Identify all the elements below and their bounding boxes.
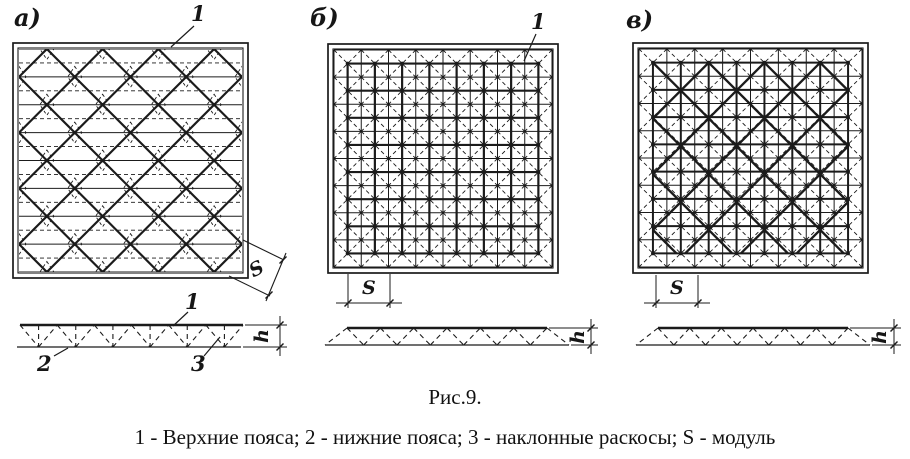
figure-number: Рис.9. [428,385,482,409]
plan-a [12,25,287,302]
height-label-a: h [250,329,273,343]
plan-a-lattice [19,49,242,272]
callout-section-diagonals: 3 [191,351,206,376]
plan-b [327,33,559,308]
section-b [324,319,598,354]
height-label-b: h [566,330,589,344]
callout-section-bottom-chord: 2 [37,351,52,376]
callout-top-chord-plan-b: 1 [531,9,546,34]
section-v [635,319,901,354]
callout-top-chord-plan-a: 1 [191,1,206,26]
panel-label-a: а) [14,3,41,32]
module-label-b: S [362,277,376,299]
height-label-v: h [868,330,891,344]
module-label-v: S [670,277,684,299]
panel-label-v: в) [626,5,654,34]
panel-label-b: б) [310,3,339,32]
figure-caption: 1 - Верхние пояса; 2 - нижние пояса; 3 -… [134,425,776,449]
section-a [17,311,287,357]
plan-v [632,42,869,308]
callout-section-top-chord: 1 [185,289,200,314]
